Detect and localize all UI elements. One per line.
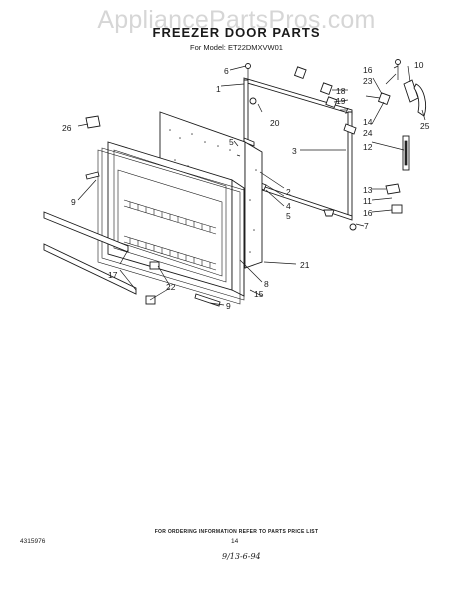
callout-4: 4 (286, 201, 291, 211)
ordering-footnote: FOR ORDERING INFORMATION REFER TO PARTS … (154, 529, 319, 535)
callout-16-lower: 16 (363, 208, 373, 218)
callout-21: 21 (300, 260, 310, 270)
callout-18: 18 (336, 86, 346, 96)
callout-15: 15 (254, 289, 264, 299)
callout-3: 3 (292, 146, 297, 156)
door-liner (107, 141, 245, 297)
callout-25: 25 (420, 121, 430, 131)
callout-14: 14 (363, 117, 373, 127)
callout-17: 17 (108, 270, 118, 280)
callout-8: 8 (264, 279, 269, 289)
callout-19: 19 (336, 96, 346, 106)
page-number: 14 (231, 538, 239, 545)
callout-6: 6 (224, 66, 229, 76)
callout-2: 2 (286, 187, 291, 197)
callout-16-upper: 16 (363, 65, 373, 75)
callout-5-upper: 5 (229, 137, 234, 147)
callout-labels: 1 2 3 4 5 5 6 7 7 8 9 9 10 11 12 13 14 1… (62, 60, 430, 311)
document-number: 4315976 (20, 538, 46, 545)
model-line: For Model: ET22DMXVW01 (190, 43, 283, 52)
callout-12: 12 (363, 142, 373, 152)
callout-11: 11 (363, 196, 372, 206)
callout-24: 24 (363, 128, 373, 138)
callout-1: 1 (216, 84, 221, 94)
leader-lines (77, 65, 426, 306)
callout-22: 22 (166, 282, 176, 292)
callout-9-left: 9 (71, 197, 76, 207)
callout-20: 20 (270, 118, 280, 128)
callout-23: 23 (363, 76, 373, 86)
callout-10: 10 (414, 60, 424, 70)
callout-13: 13 (363, 185, 373, 195)
callout-7-lower: 7 (364, 221, 369, 231)
callout-5-lower: 5 (286, 211, 291, 221)
callout-9-bottom: 9 (226, 301, 231, 311)
door-shelf-bars (43, 211, 137, 295)
page-title: FREEZER DOOR PARTS (152, 25, 321, 40)
door-gasket (97, 147, 245, 305)
callout-26: 26 (62, 123, 72, 133)
callout-7-upper: 7 (344, 106, 349, 116)
watermark: AppliancePartsPros.com (97, 6, 376, 34)
handwritten-date: 9/13-6-94 (222, 552, 261, 561)
